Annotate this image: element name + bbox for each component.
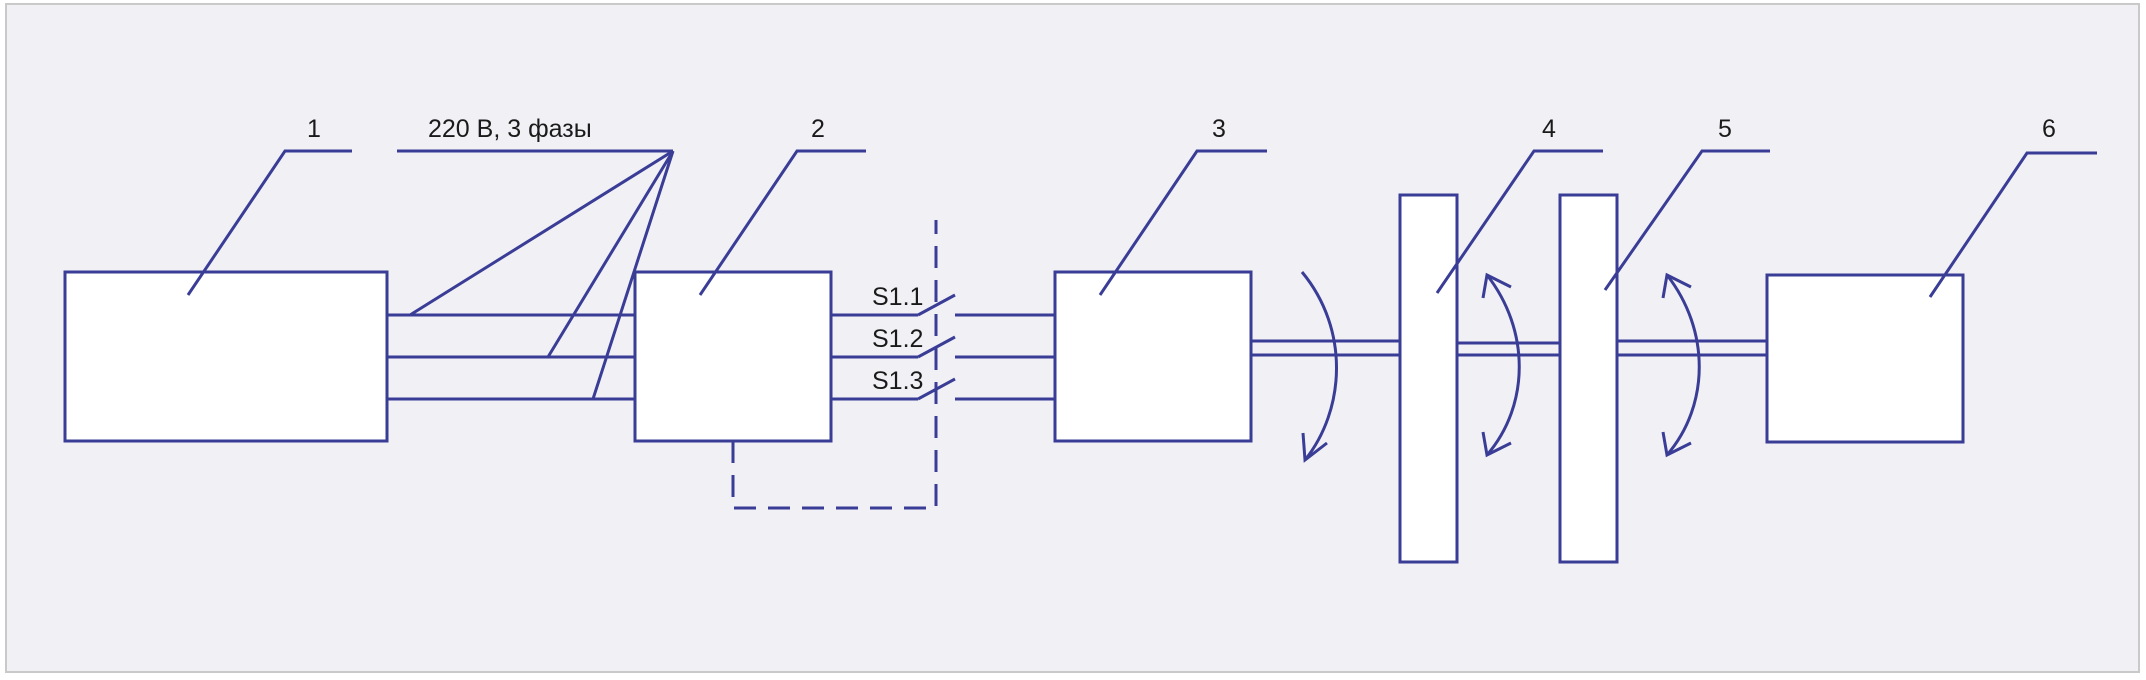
block-6 (1765, 273, 1965, 444)
block-3 (1053, 270, 1253, 443)
leader-1 (186, 149, 352, 296)
switch-blade-2 (917, 335, 956, 359)
rotation-arrow-2 (1485, 274, 1521, 456)
label-block-5: 5 (1718, 115, 1732, 143)
label-block-2: 2 (811, 115, 825, 143)
supply-leader-2 (546, 150, 675, 358)
block-4 (1398, 193, 1459, 564)
block-5 (1558, 193, 1619, 564)
label-block-1: 1 (307, 115, 321, 143)
label-switch-2: S1.2 (872, 325, 923, 353)
rotation-arrowhead-1 (1301, 432, 1328, 463)
leader-4 (1435, 149, 1603, 294)
label-block-4: 4 (1542, 115, 1556, 143)
label-supply: 220 В, 3 фазы (428, 115, 592, 143)
label-block-6: 6 (2042, 115, 2056, 143)
leader-5 (1603, 149, 1770, 291)
rotation-arrowhead-3a (1661, 272, 1692, 299)
rotation-arrowhead-2b (1481, 431, 1512, 458)
rotation-arrow-3 (1665, 274, 1701, 456)
block-1 (63, 270, 389, 443)
block-2 (633, 270, 833, 443)
rotation-arrowhead-2a (1481, 272, 1512, 299)
switch-blade-1 (917, 293, 956, 317)
label-switch-3: S1.3 (872, 367, 923, 395)
rotation-arrowhead-3b (1661, 431, 1692, 458)
label-block-3: 3 (1212, 115, 1226, 143)
supply-leader-1 (409, 149, 674, 317)
leader-3 (1098, 149, 1267, 296)
control-linkage (731, 220, 938, 510)
label-switch-1: S1.1 (872, 283, 923, 311)
rotation-arrow-1 (1300, 271, 1338, 461)
leader-6 (1928, 151, 2097, 298)
leader-2 (698, 149, 866, 296)
supply-leader-3 (591, 150, 675, 400)
